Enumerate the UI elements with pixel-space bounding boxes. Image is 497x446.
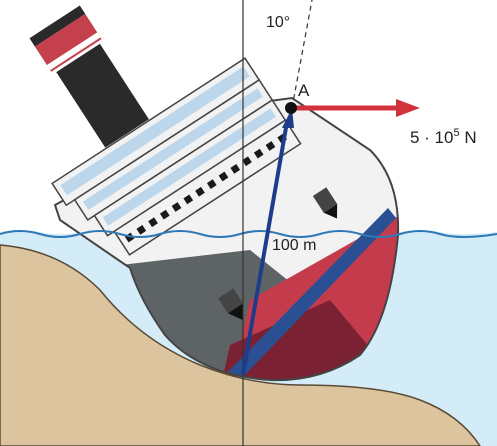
ship-superstructure <box>51 57 302 256</box>
porthole <box>136 225 147 235</box>
point-label: A <box>298 81 310 100</box>
length-label: 100 m <box>272 237 316 254</box>
porthole <box>195 186 205 197</box>
anchor-icon <box>218 288 244 321</box>
point-a-marker <box>285 102 297 114</box>
porthole <box>206 179 217 189</box>
porthole <box>230 164 241 174</box>
force-label-base: 5 · 10 <box>410 128 453 147</box>
sea-floor <box>0 244 481 446</box>
porthole <box>242 156 252 167</box>
water-surface <box>0 230 497 238</box>
porthole <box>265 141 276 151</box>
porthole <box>159 209 170 220</box>
angle-reference-line <box>291 0 313 109</box>
porthole <box>171 202 182 212</box>
porthole <box>253 148 264 159</box>
porthole <box>218 171 229 182</box>
force-arrow <box>292 99 420 117</box>
force-label: 5 · 105 N <box>410 127 477 147</box>
anchor-icon <box>312 187 338 219</box>
force-label-unit: N <box>460 128 477 147</box>
porthole <box>148 217 158 228</box>
force-label-exponent: 5 <box>453 127 459 139</box>
angle-label: 10° <box>266 14 290 31</box>
porthole <box>183 194 194 205</box>
ship-funnel <box>29 5 149 148</box>
